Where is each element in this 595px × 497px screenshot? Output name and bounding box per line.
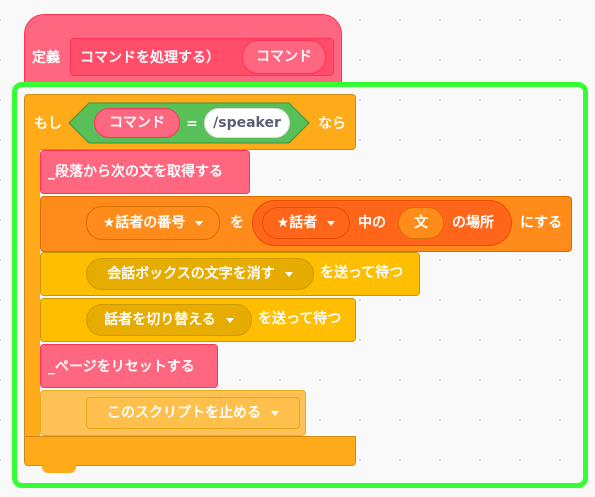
parameter-reporter[interactable]: コマンド: [242, 40, 326, 74]
parameter-label: コマンド: [256, 49, 312, 65]
dropdown-arrow-icon: [327, 220, 336, 226]
command-reporter-label: コマンド: [109, 115, 165, 131]
speaker-number-variable-label: ★話者の番号: [102, 215, 186, 231]
speaker-list-dropdown[interactable]: ★話者: [262, 207, 350, 239]
position-label: の場所: [452, 215, 494, 231]
speaker-value-input[interactable]: /speaker: [204, 108, 290, 138]
stop-option-label: このスクリプトを止める: [107, 405, 261, 421]
if-block-bottom: [24, 436, 356, 466]
dropdown-arrow-icon: [284, 271, 293, 277]
call-next-sentence-block[interactable]: [40, 150, 250, 194]
clear-text-message-label: 会話ボックスの文字を消す: [107, 266, 275, 282]
block-bottom-notch: [42, 465, 76, 473]
in-label: 中の: [358, 215, 386, 231]
if-block-arm: [24, 146, 40, 436]
custom-block-label: コマンドを処理する）: [80, 50, 220, 66]
if-keyword: もし: [34, 116, 62, 132]
equals-sign: =: [186, 116, 198, 132]
define-keyword: 定義: [32, 50, 60, 66]
sentence-reporter[interactable]: 文: [398, 207, 444, 239]
call-next-sentence-label: _段落から次の文を取得する: [48, 164, 223, 180]
switch-speaker-message-dropdown[interactable]: 話者を切り替える: [86, 304, 252, 336]
call-reset-page-label: _ページをリセットする: [48, 359, 195, 375]
clear-text-message-dropdown[interactable]: 会話ボックスの文字を消す: [86, 258, 314, 290]
dropdown-arrow-icon: [225, 317, 234, 323]
call-reset-page-block[interactable]: [40, 344, 218, 388]
dropdown-arrow-icon: [271, 410, 279, 416]
selection-highlight: [12, 82, 588, 488]
sentence-reporter-label: 文: [414, 215, 428, 231]
dropdown-arrow-icon: [195, 220, 204, 226]
broadcast-wait-label: を送って待つ: [320, 265, 404, 281]
set-to-label: を: [230, 215, 244, 231]
switch-speaker-message-label: 話者を切り替える: [104, 312, 216, 328]
speaker-value-text: /speaker: [213, 115, 281, 131]
speaker-number-variable-dropdown[interactable]: ★話者の番号: [86, 206, 220, 240]
speaker-list-label: ★話者: [276, 215, 318, 231]
then-keyword: なら: [318, 116, 346, 132]
command-reporter[interactable]: コマンド: [94, 108, 180, 138]
broadcast-wait-label: を送って待つ: [258, 311, 342, 327]
stop-option-dropdown[interactable]: このスクリプトを止める: [86, 397, 300, 429]
set-end-label: にする: [520, 215, 563, 231]
